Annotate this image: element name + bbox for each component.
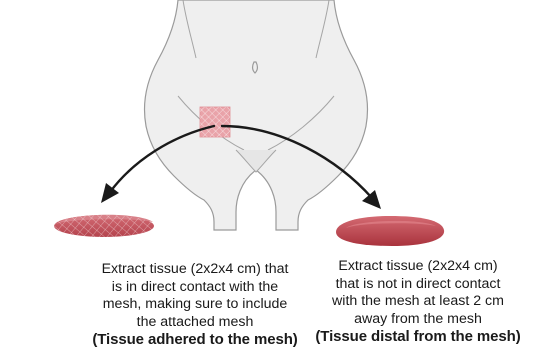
caption-line: that is not in direct contact — [293, 276, 543, 294]
caption-line: with the mesh at least 2 cm — [293, 293, 543, 311]
human-torso-illustration — [145, 0, 368, 230]
caption-line: away from the mesh — [293, 311, 543, 329]
tissue-distal-from-mesh-sample — [336, 216, 444, 246]
surgical-mesh-pattern — [200, 107, 230, 137]
distal-tissue-caption: Extract tissue (2x2x4 cm) that is not in… — [293, 258, 543, 346]
caption-line: Extract tissue (2x2x4 cm) — [293, 258, 543, 276]
body-outline — [145, 0, 368, 230]
caption-bold-label: (Tissue distal from the mesh) — [293, 328, 543, 346]
tissue-adhered-to-mesh-sample — [54, 215, 154, 237]
